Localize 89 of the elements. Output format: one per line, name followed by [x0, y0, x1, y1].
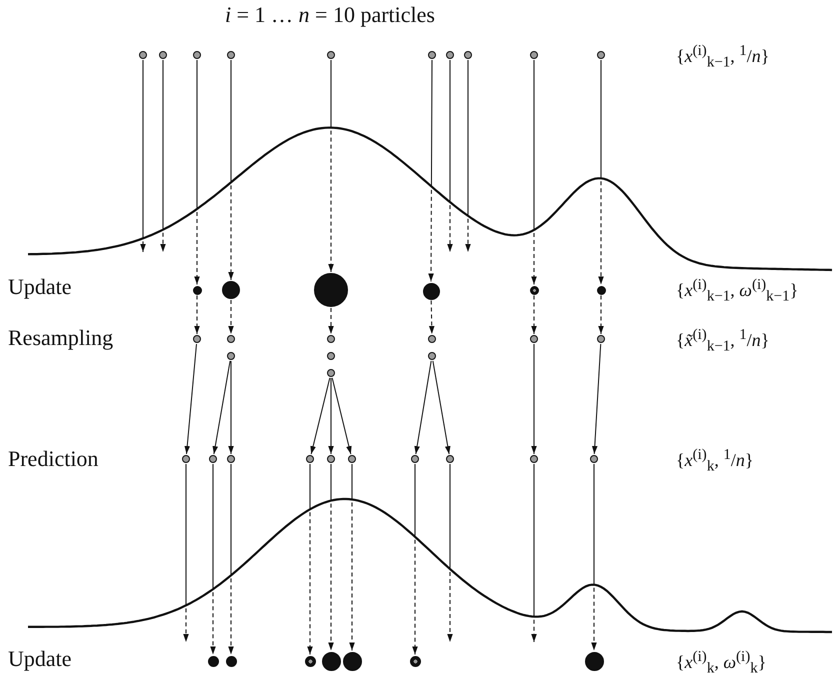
particle — [209, 455, 217, 463]
arrow — [210, 464, 216, 655]
arrow — [412, 464, 418, 655]
weighted-particle — [530, 286, 538, 294]
particle — [428, 352, 436, 360]
particle — [348, 455, 356, 463]
weighted-particle — [596, 286, 606, 294]
particle — [530, 335, 538, 343]
arrow — [328, 378, 334, 454]
step-label: Resampling — [8, 327, 114, 349]
arrow — [228, 60, 234, 280]
particle — [227, 455, 235, 463]
arrow — [531, 60, 537, 285]
particle — [597, 335, 605, 343]
arrow — [428, 60, 434, 282]
arrow — [328, 308, 334, 334]
step-label: Update — [8, 648, 72, 670]
weighted-particle — [342, 652, 362, 670]
particle — [327, 455, 335, 463]
arrow — [310, 377, 330, 455]
arrow — [349, 464, 355, 651]
set-notation: {x$^{(i)}$$_{k}$, ω$^{(i)}$$_{k}$} — [676, 650, 766, 677]
arrow — [194, 295, 200, 334]
arrow — [531, 344, 537, 454]
arrow — [228, 464, 234, 655]
arrow — [428, 300, 435, 334]
arrow — [414, 360, 432, 455]
arrow — [592, 344, 602, 454]
diagram-title: i = 1 … n = 10 particles — [224, 2, 436, 28]
particle — [193, 51, 201, 59]
particle — [530, 455, 538, 463]
arrow — [140, 60, 146, 252]
particle — [139, 51, 147, 59]
particle — [327, 369, 335, 377]
particle — [182, 455, 190, 463]
arrow — [531, 295, 537, 334]
set-notation: {x$^{(i)}$$_{k}$, $^{1}$/n} — [676, 448, 754, 475]
set-notation: {x̃$^{(i)}$$_{k−1}$, $^{1}$/n} — [676, 328, 770, 355]
arrow — [212, 360, 231, 455]
arrow — [447, 60, 453, 252]
arrow — [228, 360, 234, 454]
weighted-particle — [422, 282, 440, 300]
particle — [327, 335, 335, 343]
weighted-particle — [208, 656, 218, 666]
arrow — [591, 464, 597, 651]
arrow — [447, 464, 453, 642]
particle — [464, 51, 472, 59]
weighted-particle — [192, 286, 202, 294]
particle — [428, 335, 436, 343]
arrow — [307, 464, 313, 655]
arrow — [465, 60, 471, 252]
particle — [159, 51, 167, 59]
arrow — [228, 300, 234, 334]
set-notation: {x$^{(i)}$$_{k−1}$, $^{1}$/n} — [676, 44, 770, 71]
arrow — [194, 60, 200, 285]
arrow — [328, 60, 334, 272]
arrow — [432, 360, 450, 455]
weighted-particle — [410, 656, 420, 666]
weighted-particle — [226, 656, 236, 666]
weighted-particle — [584, 652, 604, 670]
step-label: Update — [8, 276, 72, 298]
particle — [446, 51, 454, 59]
arrow — [183, 464, 189, 642]
weighted-particle — [314, 273, 348, 307]
particle — [428, 51, 436, 59]
arrow — [598, 60, 604, 285]
particle — [446, 455, 454, 463]
arrow — [598, 295, 604, 334]
particle — [227, 352, 235, 360]
arrow — [332, 377, 352, 455]
particle — [327, 352, 335, 360]
step-label: Prediction — [8, 448, 98, 470]
particle — [227, 51, 235, 59]
weighted-particle — [322, 652, 340, 670]
arrow — [184, 344, 197, 454]
particle — [227, 335, 235, 343]
set-notation: {x$^{(i)}$$_{k−1}$, ω$^{(i)}$$_{k−1}$} — [676, 278, 798, 305]
particle — [411, 455, 419, 463]
arrow — [160, 60, 166, 252]
weighted-particle — [304, 656, 316, 666]
particle — [306, 455, 314, 463]
particle — [193, 335, 201, 343]
weighted-particle — [222, 281, 240, 299]
particle — [327, 51, 335, 59]
particle — [597, 51, 605, 59]
particle — [590, 455, 598, 463]
arrow — [328, 464, 334, 651]
arrow — [531, 464, 537, 642]
particle — [530, 51, 538, 59]
